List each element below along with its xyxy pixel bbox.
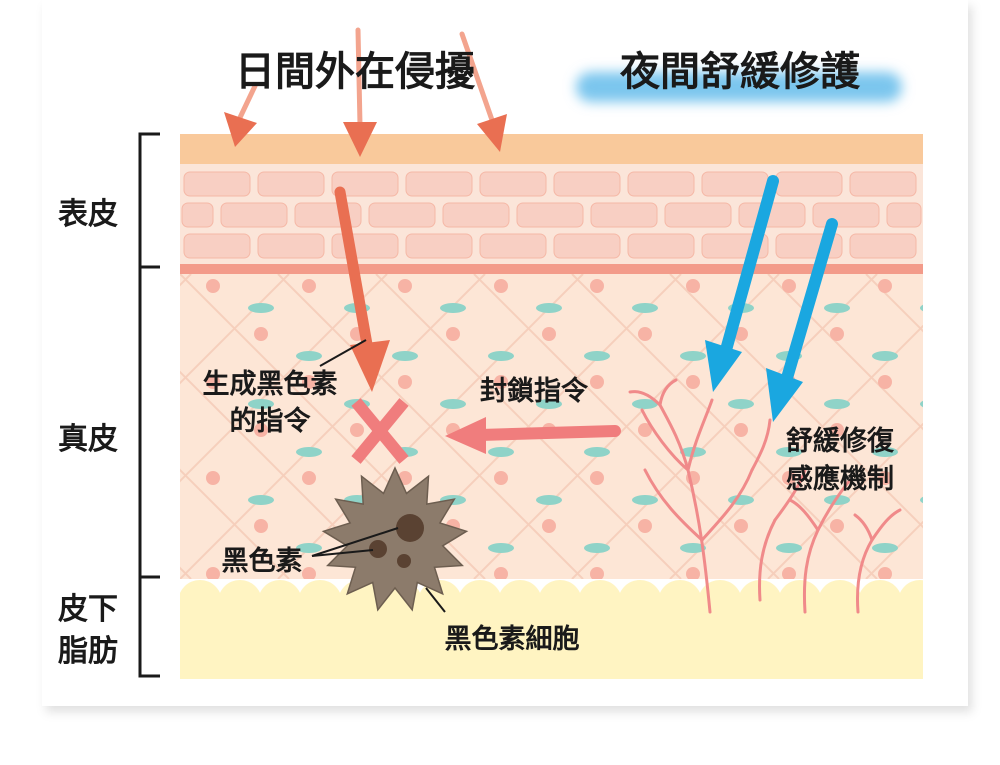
melanin-granule	[397, 554, 411, 568]
epidermis-cell	[701, 171, 769, 197]
layer-bracket	[138, 132, 160, 678]
melanin-signal-label-line1: 生成黑色素	[203, 368, 338, 400]
epidermis-cell	[553, 233, 621, 259]
epidermis-cell	[331, 171, 399, 197]
night-repair-arrows	[705, 175, 838, 422]
epidermis-cell	[405, 233, 473, 259]
epidermis-cell	[220, 202, 288, 228]
epidermis-cell	[590, 202, 658, 228]
red-arrow-head	[477, 114, 507, 152]
melanin-signal-arrow-head	[350, 340, 390, 392]
soothe-label-line2: 感應機制	[786, 463, 894, 495]
epidermis-cell	[886, 202, 922, 228]
melanin-signal-arrow	[334, 186, 374, 356]
night-title-glow	[576, 72, 902, 102]
block-signal-label: 封鎖指令	[480, 375, 589, 407]
epidermis-cell	[257, 233, 325, 259]
epidermis-cell	[849, 171, 917, 197]
epidermis-cell	[775, 171, 843, 197]
epidermis-cell	[257, 171, 325, 197]
blue-arrow-head	[705, 340, 742, 392]
epidermis-cell	[183, 171, 251, 197]
top-skin-layer	[180, 134, 923, 164]
x-mark-icon	[351, 398, 409, 464]
epidermis-cell	[516, 202, 584, 228]
epidermis-cell	[181, 202, 214, 228]
epidermis-cell	[479, 233, 547, 259]
epidermis-cell	[849, 233, 917, 259]
epidermis-cell	[664, 202, 732, 228]
block-signal-arrow	[445, 417, 621, 454]
red-arrow-head	[224, 112, 257, 147]
soothe-label-line1: 舒緩修復	[786, 425, 895, 457]
epidermis-cell	[479, 171, 547, 197]
epidermis-cell	[331, 233, 399, 259]
leader-lines	[311, 339, 446, 613]
epidermis-cell	[812, 202, 880, 228]
epidermis-cell	[183, 233, 251, 259]
epidermis-cell	[405, 171, 473, 197]
melanin-granule	[369, 540, 387, 558]
epidermis-cell	[627, 171, 695, 197]
epidermis-cell	[553, 171, 621, 197]
red-arrow-head	[343, 122, 377, 157]
melanocyte	[321, 466, 469, 612]
night-title: 夜間舒緩修護	[619, 49, 861, 95]
blue-arrow-head	[766, 368, 803, 422]
epidermis-cell	[627, 233, 695, 259]
epidermis-bricks	[181, 171, 922, 259]
melanin-granule	[396, 514, 424, 542]
capillaries	[628, 378, 902, 614]
epidermis-cell	[442, 202, 510, 228]
daytime-arrows	[224, 27, 507, 392]
red-arrow	[355, 27, 363, 128]
melanin-label: 黑色素	[222, 545, 303, 577]
red-arrow	[459, 31, 495, 123]
melanocyte-label: 黑色素細胞	[445, 623, 580, 655]
basement-membrane	[180, 264, 923, 274]
blue-arrow	[781, 218, 838, 384]
dermis-label: 真皮	[58, 422, 118, 457]
epidermis-cell	[368, 202, 436, 228]
subcutaneous-label-line1: 皮下	[58, 592, 118, 627]
subcutaneous-label-line2: 脂肪	[58, 634, 118, 669]
melanocyte-star-icon	[321, 466, 469, 612]
melanin-signal-label-line2: 的指令	[230, 405, 312, 437]
epidermis-label: 表皮	[58, 197, 118, 232]
blue-arrow	[720, 175, 779, 356]
daytime-title: 日間外在侵擾	[235, 49, 476, 95]
